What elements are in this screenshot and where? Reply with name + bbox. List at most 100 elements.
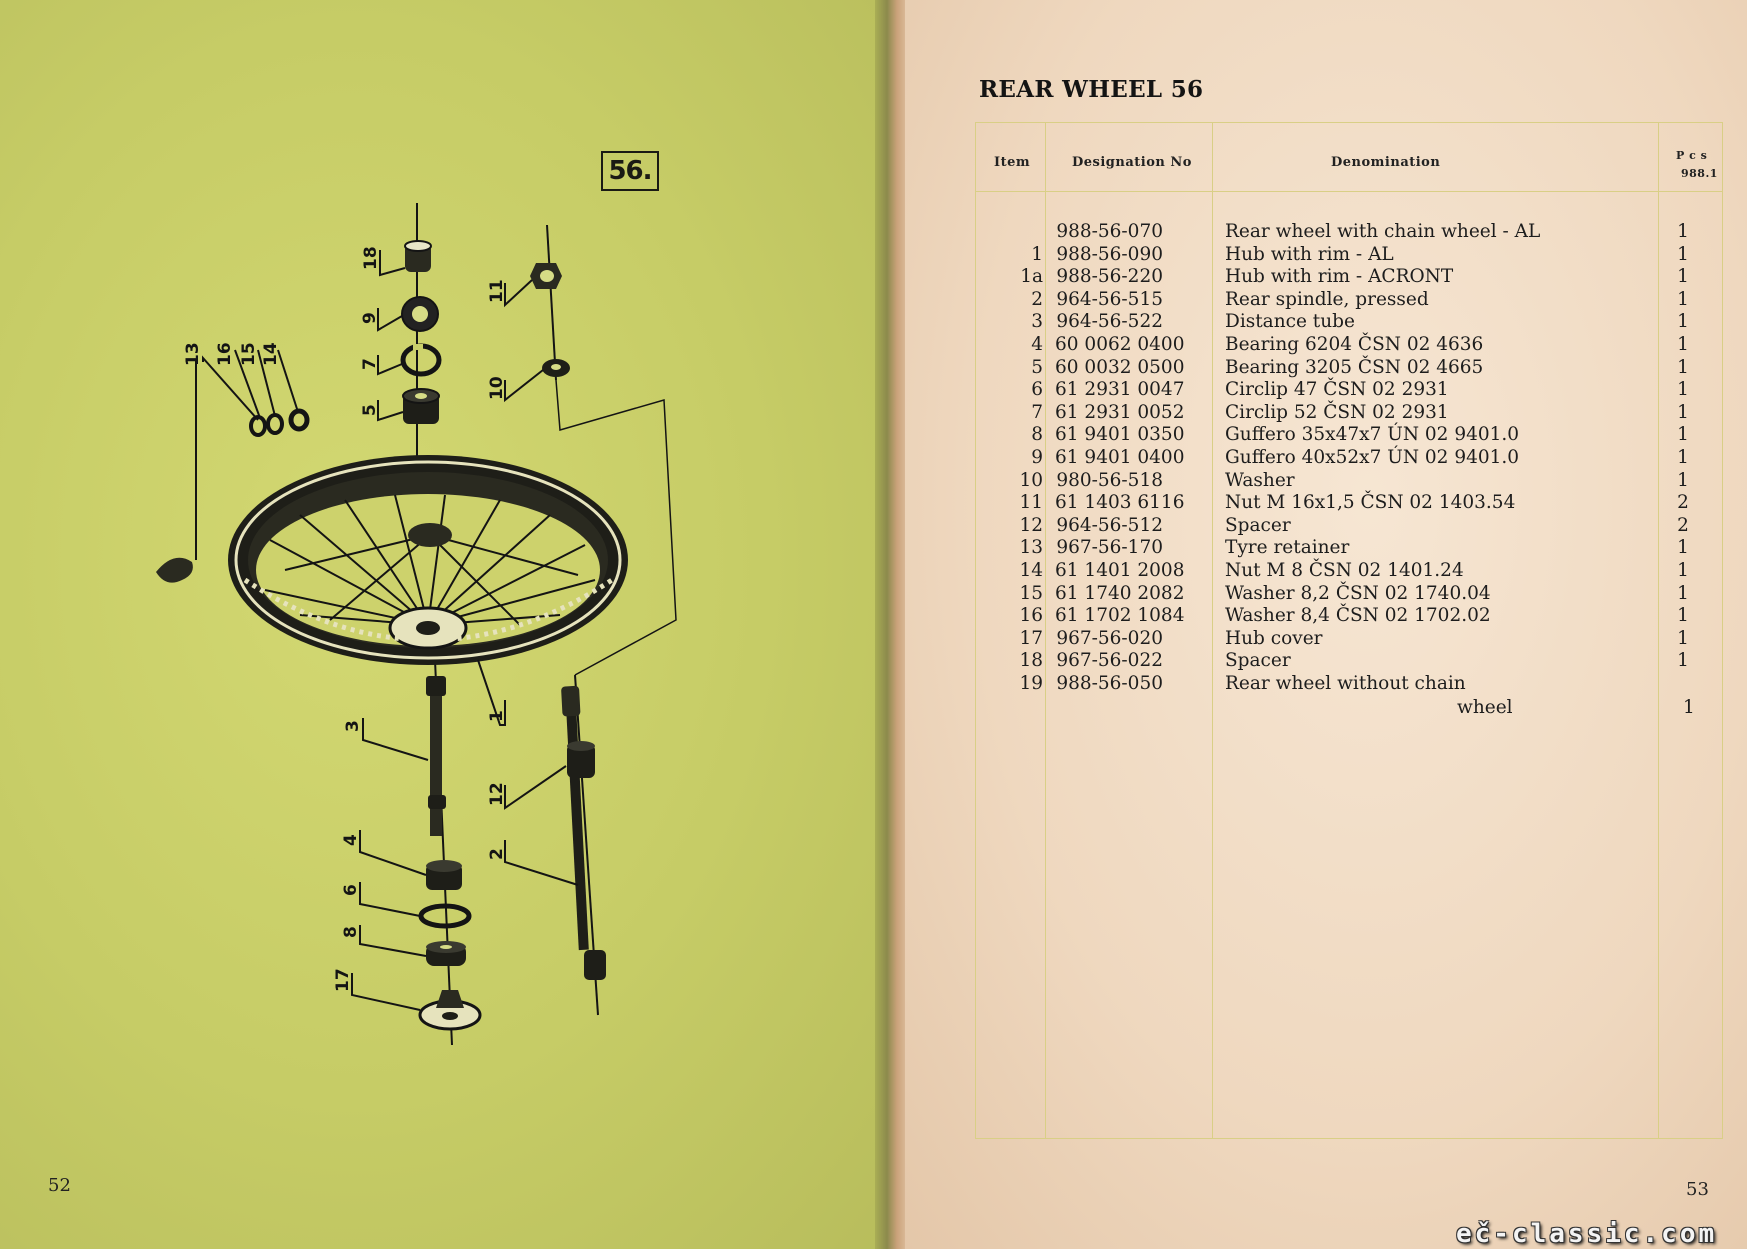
callout-2: 2 xyxy=(487,848,507,860)
cell-item: 8 xyxy=(1031,424,1043,446)
callout-13: 13 xyxy=(183,342,203,366)
callout-9: 9 xyxy=(360,312,380,324)
callout-6: 6 xyxy=(341,884,361,896)
callout-12: 12 xyxy=(487,782,507,806)
cell-item: 1 xyxy=(1031,243,1043,265)
cell-pcs: 1 xyxy=(1677,582,1689,604)
cell-pcs: 1 xyxy=(1677,627,1689,649)
cell-designation: 988-56-090 xyxy=(1056,243,1163,265)
cell-item: 9 xyxy=(1031,446,1043,468)
row-19-continuation: wheel xyxy=(1457,697,1513,718)
cell-designation: 61 9401 0400 xyxy=(1055,446,1185,468)
cell-pcs: 1 xyxy=(1677,379,1689,401)
cell-pcs: 1 xyxy=(1677,559,1689,581)
cell-denomination: Bearing 6204 ČSN 02 4636 xyxy=(1225,333,1484,355)
callout-7: 7 xyxy=(360,358,380,370)
cell-pcs: 1 xyxy=(1677,266,1689,288)
cell-denomination: Guffero 40x52x7 ÚN 02 9401.0 xyxy=(1225,446,1520,468)
table-row: 9 61 9401 0400 Guffero 40x52x7 ÚN 02 9401.… xyxy=(975,447,1721,470)
cell-designation: 988-56-070 xyxy=(1056,221,1163,242)
cell-designation: 964-56-515 xyxy=(1056,288,1163,310)
cell-pcs: 1 xyxy=(1677,288,1689,310)
cell-pcs: 1 xyxy=(1677,650,1689,672)
part-11-nut xyxy=(530,263,562,289)
callout-16: 16 xyxy=(215,342,235,366)
cell-pcs: 1 xyxy=(1677,605,1689,627)
cell-designation: 61 9401 0350 xyxy=(1055,424,1185,446)
watermark: eč-classic.com xyxy=(1456,1219,1718,1249)
callout-18: 18 xyxy=(361,246,381,270)
part-7-circlip xyxy=(400,343,442,377)
cell-designation: 61 2931 0047 xyxy=(1055,379,1185,401)
figure-label: 56. xyxy=(601,151,659,191)
page-title: REAR WHEEL 56 xyxy=(979,76,1204,103)
page-number-left: 52 xyxy=(48,1175,71,1196)
header-item: Item xyxy=(994,155,1031,170)
cell-denomination: Washer 8,2 ČSN 02 1740.04 xyxy=(1225,582,1491,604)
part-13-tyre-retainer xyxy=(156,557,193,583)
cell-pcs: 1 xyxy=(1677,424,1689,446)
callout-5: 5 xyxy=(360,404,380,416)
cell-designation: 61 2931 0052 xyxy=(1055,401,1185,423)
cell-pcs: 1 xyxy=(1677,537,1689,559)
part-12-spacer xyxy=(567,741,595,778)
cell-designation: 60 0062 0400 xyxy=(1055,333,1185,355)
part-8-guffero xyxy=(426,941,466,966)
callout-10: 10 xyxy=(487,376,507,400)
cell-pcs: 1 xyxy=(1677,401,1689,423)
part-17-hub-cover xyxy=(418,990,482,1031)
cell-item: 11 xyxy=(1019,492,1043,514)
cell-designation: 967-56-020 xyxy=(1056,627,1163,649)
cell-item: 7 xyxy=(1031,401,1043,423)
cell-designation: 967-56-170 xyxy=(1056,537,1163,559)
callout-4: 4 xyxy=(341,834,361,846)
cell-designation: 60 0032 0500 xyxy=(1055,356,1185,378)
cell-pcs: 1 xyxy=(1677,221,1689,242)
cell-item: 16 xyxy=(1019,605,1043,627)
cell-item: 5 xyxy=(1031,356,1043,378)
cell-denomination: Circlip 47 ČSN 02 2931 xyxy=(1225,379,1449,401)
cell-item: 18 xyxy=(1019,650,1043,672)
cell-pcs: 2 xyxy=(1677,492,1689,514)
cell-item: 15 xyxy=(1019,582,1043,604)
cell-item: 6 xyxy=(1031,379,1043,401)
part-6-circlip xyxy=(418,903,472,929)
cell-denomination: Hub with rim - AL xyxy=(1225,243,1394,265)
cell-item: 10 xyxy=(1019,469,1043,491)
cell-pcs: 1 xyxy=(1677,243,1689,265)
cell-designation: 967-56-022 xyxy=(1056,650,1163,672)
cell-item: 12 xyxy=(1019,514,1043,536)
cell-denomination: Rear wheel without chain xyxy=(1225,672,1466,694)
table-row: 1 988-56-090 Hub with rim - AL 1 xyxy=(975,244,1721,267)
callout-14: 14 xyxy=(261,342,281,366)
cell-pcs: 1 xyxy=(1677,356,1689,378)
cell-item: 17 xyxy=(1019,627,1043,649)
parts-table-frame: Item Designation No Denomination P c s 9… xyxy=(975,122,1723,1139)
cell-denomination: Nut M 8 ČSN 02 1401.24 xyxy=(1225,559,1464,581)
header-pcs: P c s xyxy=(1676,149,1708,162)
cell-designation: 61 1401 2008 xyxy=(1055,559,1185,581)
cell-designation: 964-56-512 xyxy=(1056,514,1163,536)
cell-pcs: 2 xyxy=(1677,514,1689,536)
cell-pcs: 1 xyxy=(1677,333,1689,355)
callout-1: 1 xyxy=(487,710,507,722)
callout-8: 8 xyxy=(341,926,361,938)
cell-item: 13 xyxy=(1019,537,1043,559)
callout-3: 3 xyxy=(343,720,363,732)
cell-denomination: Tyre retainer xyxy=(1225,537,1350,559)
cell-item: 2 xyxy=(1031,288,1043,310)
cell-pcs: 1 xyxy=(1677,469,1689,491)
cell-designation: 988-56-050 xyxy=(1056,672,1163,694)
part-5-bearing xyxy=(402,388,440,424)
